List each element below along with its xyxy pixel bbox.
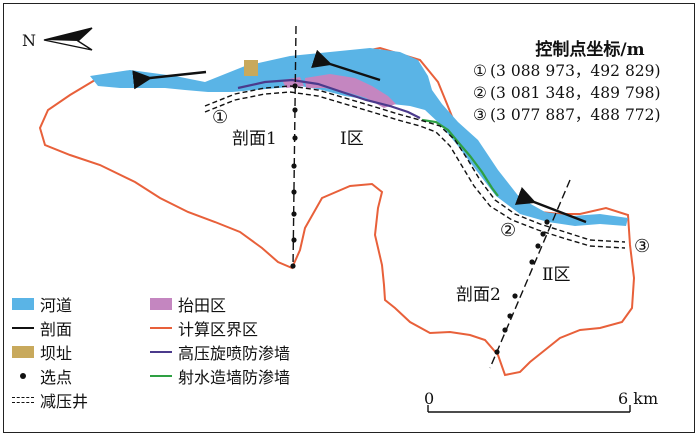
relief-well-swatch [12, 396, 34, 404]
farmland-area [305, 74, 396, 108]
control-point-coords: (3 081 348，489 798) [490, 84, 661, 102]
legend-label: 射水造墙防渗墙 [178, 368, 291, 387]
control-point-coords: (3 088 973，492 829) [490, 62, 661, 80]
scale-end: 6 km [618, 389, 658, 408]
jet-grouting-wall [237, 78, 421, 119]
section-1-label: 剖面1 [232, 129, 277, 149]
control-point-row: ③(3 077 887，488 772) [470, 104, 690, 126]
control-point-3-label: ③ [634, 236, 650, 257]
control-points-title: 控制点坐标/m [535, 40, 645, 60]
scale-start: 0 [424, 389, 434, 408]
control-point-mark: ③ [473, 106, 487, 124]
legend-label: 计算区界区 [178, 320, 259, 339]
control-point-mark: ① [473, 62, 487, 80]
legend-item-relief-well: 减压井 [12, 388, 88, 412]
section-2-label: 剖面2 [456, 285, 501, 305]
control-point-2-label: ② [500, 220, 516, 241]
legend-item-water-wall: 射水造墙防渗墙 [150, 364, 290, 388]
relief-well-line [204, 85, 626, 243]
figure-border [3, 3, 695, 433]
dam-swatch [12, 346, 34, 358]
north-arrow-icon: N [22, 27, 93, 51]
legend-label: 坝址 [40, 344, 73, 363]
river-channel [90, 48, 628, 226]
section-line-2 [489, 179, 571, 369]
control-point-1-label: ① [212, 107, 228, 128]
zone-1-label: Ⅰ区 [340, 129, 364, 149]
legend-label: 选点 [40, 368, 73, 387]
dam-site [244, 60, 258, 76]
legend-item-farmland: 抬田区 [150, 292, 226, 316]
legend-label: 剖面 [40, 320, 73, 339]
control-point-mark: ② [473, 84, 487, 102]
north-label: N [22, 31, 36, 50]
legend-label: 减压井 [40, 392, 89, 411]
control-point-row: ②(3 081 348，489 798) [470, 82, 690, 104]
flow-arrow-icon [514, 187, 587, 224]
selected-points-section-2 [494, 219, 550, 355]
flow-arrow-icon [311, 49, 381, 82]
legend-item-river: 河道 [12, 292, 72, 316]
legend-item-jet-wall: 高压旋喷防渗墙 [150, 340, 290, 364]
control-point-row: ①(3 088 973，492 829) [470, 60, 690, 82]
water-jet-wall [421, 118, 499, 197]
river-swatch [12, 298, 34, 310]
zone-2-label: Ⅱ区 [542, 265, 571, 285]
boundary-swatch [150, 327, 172, 329]
map-legend: 河道 抬田区 剖面 计算区界区 坝址 高压旋喷防渗墙 选点 射水造墙防渗墙 [12, 292, 312, 432]
legend-item-point: 选点 [12, 364, 72, 388]
jet-wall-swatch [150, 351, 172, 353]
scale-bar: 0 6 km [424, 389, 658, 413]
point-swatch [12, 370, 34, 382]
legend-label: 抬田区 [178, 296, 227, 315]
section-swatch [12, 327, 34, 329]
legend-item-section: 剖面 [12, 316, 72, 340]
relief-well-line [204, 91, 626, 249]
selected-points-section-1 [290, 83, 298, 269]
farmland-swatch [150, 298, 172, 310]
control-points-panel: 控制点坐标/m ①(3 088 973，492 829) ②(3 081 348… [470, 35, 690, 126]
legend-item-boundary: 计算区界区 [150, 316, 258, 340]
flow-arrow-icon [132, 70, 207, 90]
section-line-1 [292, 25, 297, 269]
water-wall-swatch [150, 375, 172, 377]
legend-label: 河道 [40, 296, 73, 315]
control-point-coords: (3 077 887，488 772) [490, 106, 661, 124]
legend-label: 高压旋喷防渗墙 [178, 344, 291, 363]
legend-item-dam: 坝址 [12, 340, 72, 364]
